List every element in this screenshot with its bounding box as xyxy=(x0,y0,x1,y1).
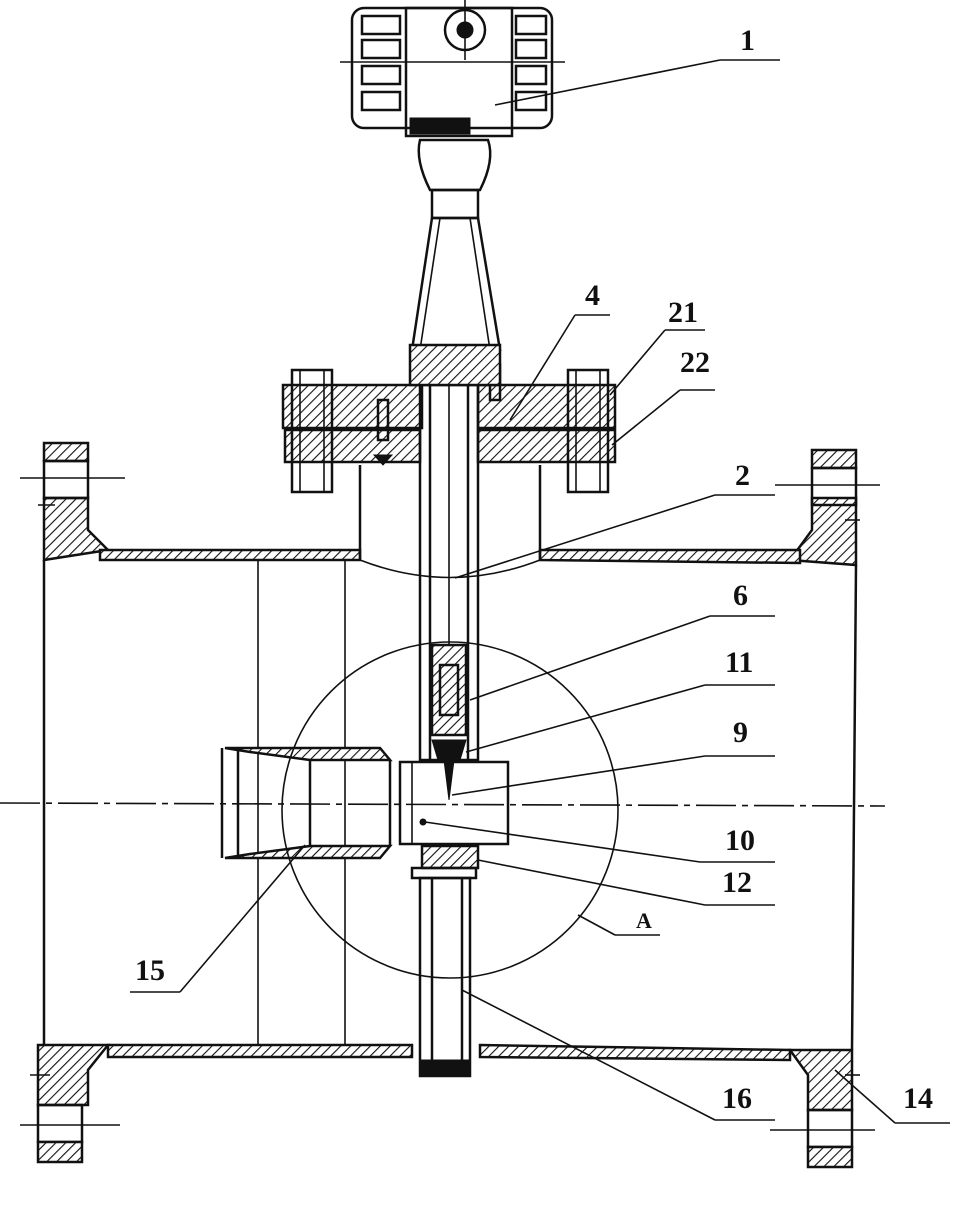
callout-9: 9 xyxy=(733,716,748,749)
callout-4: 4 xyxy=(585,279,600,312)
transmitter-head xyxy=(340,0,565,385)
callout-16: 16 xyxy=(722,1082,752,1115)
callout-21: 21 xyxy=(668,296,698,329)
callout-labels: 1 4 21 22 2 6 11 9 10 12 A 15 16 14 xyxy=(135,24,933,1115)
center-lines xyxy=(0,478,885,1130)
callout-a: A xyxy=(636,908,652,933)
callout-1: 1 xyxy=(740,24,755,57)
callout-10: 10 xyxy=(725,824,755,857)
lower-support xyxy=(412,846,478,1076)
callout-22: 22 xyxy=(680,346,710,379)
leader-lines xyxy=(130,60,950,1123)
callout-12: 12 xyxy=(722,866,752,899)
probe-stem xyxy=(420,360,478,800)
callout-15: 15 xyxy=(135,954,165,987)
callout-11: 11 xyxy=(725,646,753,679)
callout-14: 14 xyxy=(903,1082,933,1115)
callout-6: 6 xyxy=(733,579,748,612)
callout-2: 2 xyxy=(735,459,750,492)
venturi-body xyxy=(222,748,508,858)
